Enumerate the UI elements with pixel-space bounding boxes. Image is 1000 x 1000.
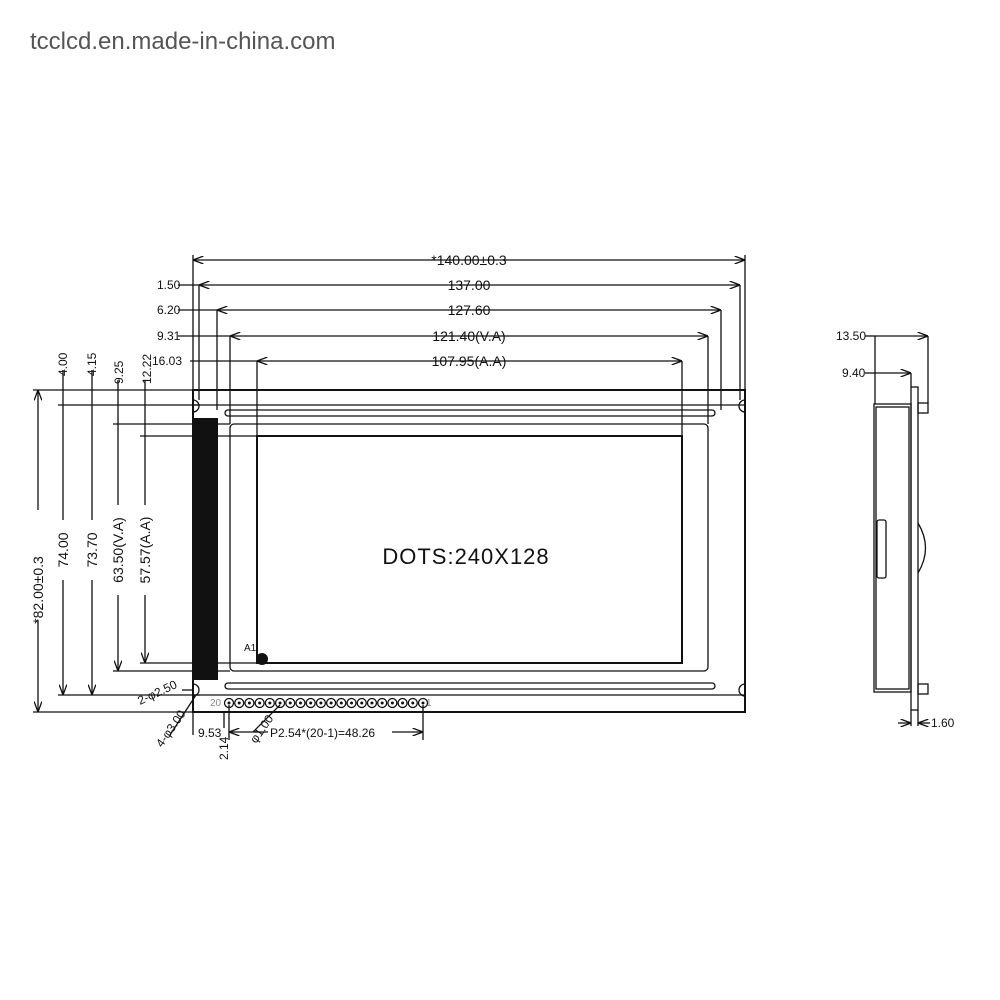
pin-hole — [339, 701, 343, 705]
dim-width-total: *140.00±0.3 — [431, 252, 507, 268]
pin-pad — [274, 697, 286, 709]
pin-header — [223, 697, 429, 709]
pin-hole — [370, 701, 374, 705]
pin-hole — [380, 701, 384, 705]
pin-pad — [285, 697, 296, 709]
pin-pad — [366, 697, 378, 709]
depth-body: 9.40 — [842, 366, 866, 380]
pin-hole — [329, 701, 333, 705]
mount-hole — [738, 683, 746, 697]
pin-1-label: 1 — [426, 698, 432, 709]
pin-hole — [350, 701, 354, 705]
pin-hole — [401, 701, 405, 705]
offset-9-31: 9.31 — [157, 329, 181, 343]
zebra-connector — [193, 418, 218, 680]
mount-hole — [738, 399, 746, 413]
depth-total: 13.50 — [836, 329, 866, 343]
pin-hole — [421, 701, 425, 705]
pin-pad — [346, 697, 357, 709]
hole-large-label: 4-φ3.00 — [153, 707, 189, 750]
left-dimensions: 4.00 4.15 9.25 12.22 *82.00±0.3 74.00 73… — [30, 352, 257, 713]
pixel-origin-marker — [256, 653, 268, 665]
offset-9-25: 9.25 — [112, 360, 126, 384]
dim-active-area-width: 107.95(A.A) — [432, 353, 507, 369]
module-front-view: DOTS:240X128 A1 20 1 2-φ2.50 4-φ3.00 9.5… — [135, 389, 746, 760]
pin-offset-y: 2.14 — [217, 736, 231, 760]
dim-137: 137.00 — [448, 277, 491, 293]
dim-height-total: *82.00±0.3 — [30, 556, 46, 624]
offset-12-22: 12.22 — [140, 354, 154, 384]
pin-offset-x: 9.53 — [198, 726, 222, 740]
dim-73-70: 73.70 — [84, 532, 100, 567]
offset-16-03: 16.03 — [152, 354, 182, 368]
active-area — [256, 435, 683, 664]
pin-hole — [309, 701, 313, 705]
top-dimensions: *140.00±0.3 137.00 127.60 121.40(V.A) 10… — [152, 252, 746, 436]
pin-hole — [360, 701, 364, 705]
pin-pad — [244, 697, 255, 709]
pin-pad — [407, 697, 418, 709]
dim-active-area-height: 57.57(A.A) — [137, 517, 153, 584]
pin-hole — [319, 701, 323, 705]
pin-pad — [315, 697, 327, 709]
pin-pad — [295, 697, 306, 709]
offset-4-00: 4.00 — [56, 352, 70, 376]
dim-view-area-height: 63.50(V.A) — [110, 517, 126, 583]
pin-hole — [227, 701, 231, 705]
offset-6-20: 6.20 — [157, 303, 181, 317]
pin-hole — [288, 701, 292, 705]
pin-hole — [237, 701, 241, 705]
dim-127-60: 127.60 — [448, 302, 491, 318]
pin-hole — [258, 701, 262, 705]
pin-20-label: 20 — [210, 698, 222, 709]
offset-4-15: 4.15 — [85, 352, 99, 376]
pin-pad — [397, 697, 408, 709]
pin-pad — [305, 697, 316, 709]
offset-1-50: 1.50 — [157, 278, 181, 292]
pin-pad — [377, 697, 388, 709]
pcb-thickness: 1.60 — [931, 716, 955, 730]
pin-pad — [336, 697, 347, 709]
pin-hole — [268, 701, 272, 705]
watermark: tcclcd.en.made-in-china.com — [30, 28, 336, 55]
view-area — [229, 423, 709, 672]
pin-pad — [387, 697, 398, 709]
pin-hole — [247, 701, 251, 705]
mount-hole — [192, 399, 200, 413]
pin-pad — [264, 697, 275, 709]
hole-small-label: 2-φ2.50 — [135, 677, 179, 707]
display-label: DOTS:240X128 — [382, 544, 549, 569]
dim-view-area-width: 121.40(V.A) — [432, 328, 505, 344]
pin-pad — [254, 697, 265, 709]
pixel-origin-label: A1 — [244, 643, 257, 654]
pin-hole — [411, 701, 415, 705]
module-side-view: 13.50 9.40 1.60 — [836, 329, 955, 730]
pin-hole — [278, 701, 282, 705]
pin-pad — [234, 697, 245, 709]
pin-pitch: P2.54*(20-1)=48.26 — [270, 726, 375, 740]
pin-pad — [356, 697, 367, 709]
dim-74-00: 74.00 — [55, 532, 71, 567]
pin-pad — [325, 697, 337, 709]
pin-hole — [390, 701, 394, 705]
pin-hole — [298, 701, 302, 705]
